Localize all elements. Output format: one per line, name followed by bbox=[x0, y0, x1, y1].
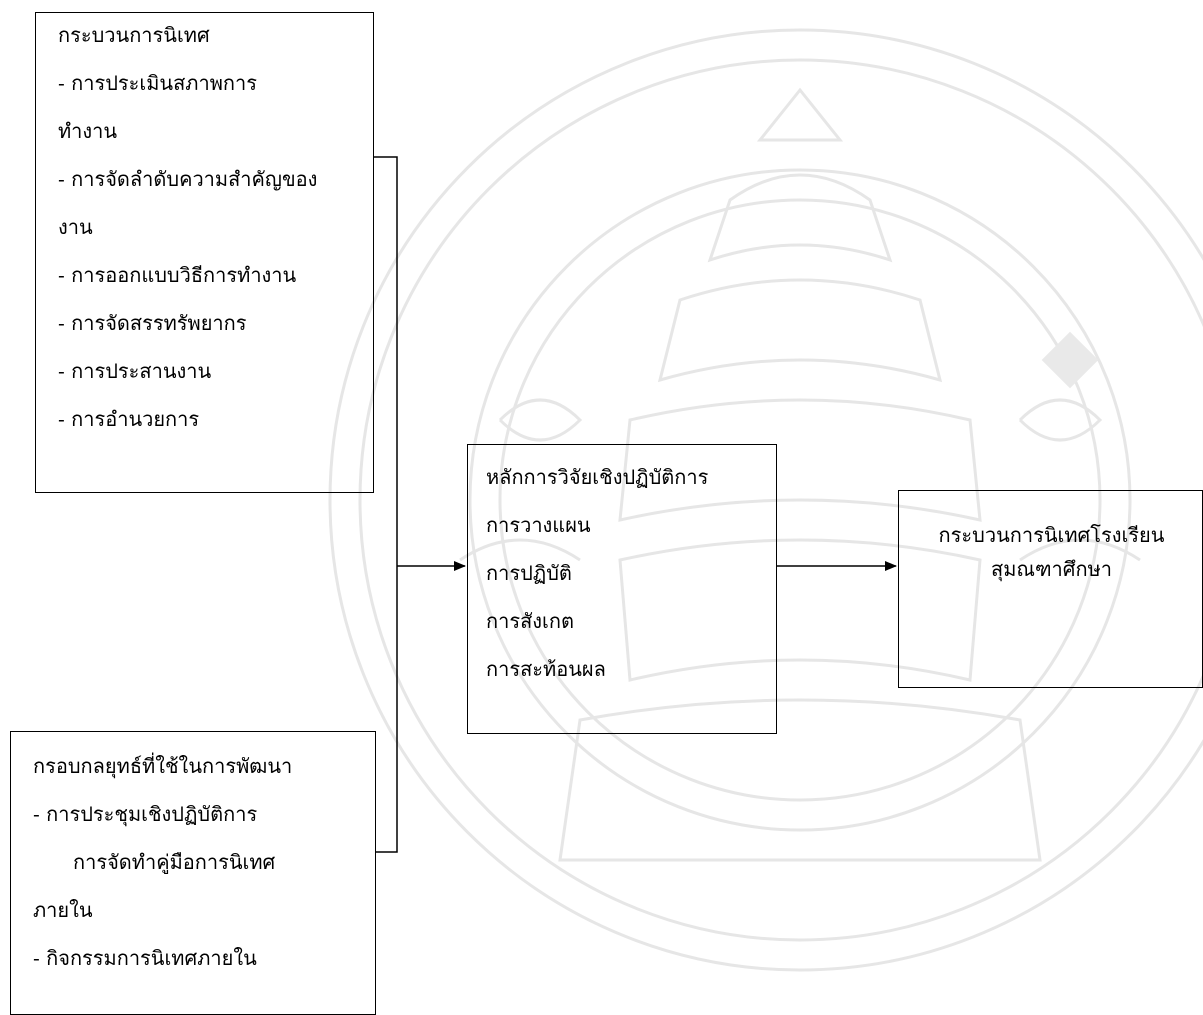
process-line-6: - การจัดสรรทรัพยากร bbox=[58, 311, 247, 335]
framework-title: กรอบกลยุทธ์ที่ใช้ในการพัฒนา bbox=[33, 754, 293, 778]
school-supervision-result-box: กระบวนการนิเทศโรงเรียน สุมณฑาศึกษา bbox=[898, 490, 1203, 688]
process-title: กระบวนการนิเทศ bbox=[58, 23, 210, 47]
framework-line-1: - การประชุมเชิงปฏิบัติการ bbox=[33, 802, 258, 826]
research-title: หลักการวิจัยเชิงปฏิบัติการ bbox=[486, 465, 709, 489]
process-line-7: - การประสานงาน bbox=[58, 359, 212, 383]
process-line-8: - การอำนวยการ bbox=[58, 407, 200, 431]
research-line-4: การสะท้อนผล bbox=[486, 657, 606, 681]
process-line-5: - การออกแบบวิธีการทำงาน bbox=[58, 263, 297, 287]
research-line-3: การสังเกต bbox=[486, 609, 574, 633]
result-line-2: สุมณฑาศึกษา bbox=[991, 557, 1112, 581]
research-line-2: การปฏิบัติ bbox=[486, 561, 572, 585]
bracket-line bbox=[374, 156, 398, 853]
process-line-4: งาน bbox=[58, 215, 93, 239]
framework-line-3: ภายใน bbox=[33, 898, 93, 922]
framework-line-4: - กิจกรรมการนิเทศภายใน bbox=[33, 946, 257, 970]
research-line-1: การวางแผน bbox=[486, 513, 591, 537]
result-line-1: กระบวนการนิเทศโรงเรียน bbox=[938, 523, 1165, 547]
supervision-process-box: กระบวนการนิเทศ - การประเมินสภาพการ ทำงาน… bbox=[35, 12, 374, 493]
action-research-box: หลักการวิจัยเชิงปฏิบัติการ การวางแผน การ… bbox=[467, 444, 777, 734]
process-line-2: ทำงาน bbox=[58, 119, 118, 143]
framework-line-2: การจัดทำคู่มือการนิเทศ bbox=[73, 850, 276, 874]
watermark-seal-icon bbox=[328, 28, 1203, 972]
process-line-3: - การจัดลำดับความสำคัญของ bbox=[58, 167, 318, 191]
strategy-framework-box: กรอบกลยุทธ์ที่ใช้ในการพัฒนา - การประชุมเ… bbox=[10, 731, 376, 1015]
process-line-1: - การประเมินสภาพการ bbox=[58, 71, 257, 95]
